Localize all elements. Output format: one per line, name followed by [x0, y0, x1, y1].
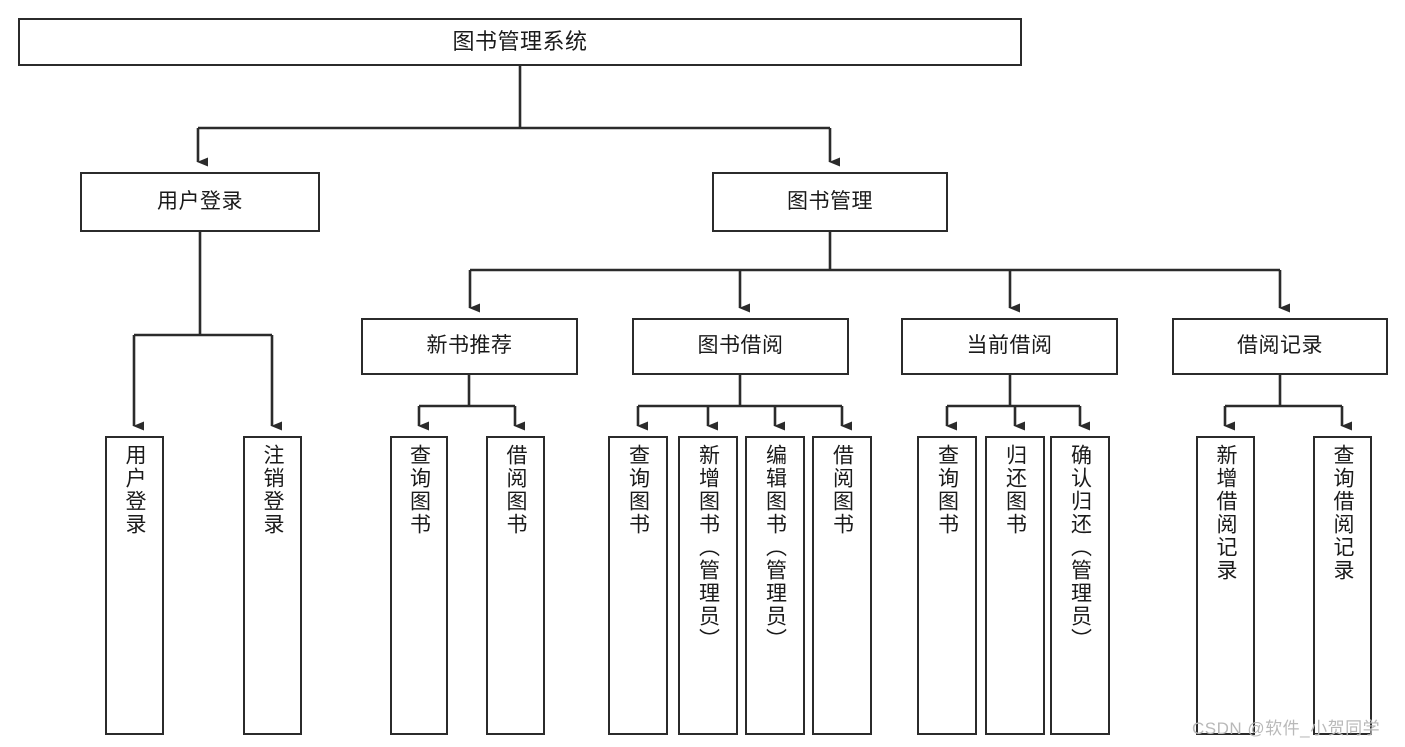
node-current-borrow[interactable]: 当前借阅 — [901, 318, 1118, 375]
node-leaf-user-login-label: 用户登录 — [123, 444, 146, 536]
node-leaf-logout-label: 注销登录 — [261, 444, 284, 536]
node-leaf-borrow-book-label: 借阅图书 — [830, 444, 854, 536]
node-leaf-borrow-book[interactable]: 借阅图书 — [812, 436, 872, 735]
node-leaf-confirm-return-label: 确认归还（管理员） — [1068, 444, 1092, 651]
node-leaf-edit-book-label: 编辑图书（管理员） — [763, 444, 787, 651]
node-borrow-record-label: 借阅记录 — [1237, 334, 1323, 358]
node-book-manage-label: 图书管理 — [787, 189, 873, 213]
node-user-login-label: 用户登录 — [157, 189, 243, 213]
node-leaf-logout[interactable]: 注销登录 — [243, 436, 302, 735]
node-leaf-query-book-borrow[interactable]: 查询图书 — [608, 436, 668, 735]
csdn-watermark: CSDN @软件_小贺同学 — [1192, 719, 1381, 738]
node-leaf-query-book-current[interactable]: 查询图书 — [917, 436, 977, 735]
node-user-login[interactable]: 用户登录 — [80, 172, 320, 232]
node-leaf-edit-book[interactable]: 编辑图书（管理员） — [745, 436, 805, 735]
node-leaf-query-borrow-record[interactable]: 查询借阅记录 — [1313, 436, 1372, 735]
node-root[interactable]: 图书管理系统 — [18, 18, 1022, 66]
node-leaf-query-book-recommend[interactable]: 查询图书 — [390, 436, 448, 735]
node-current-borrow-label: 当前借阅 — [966, 334, 1053, 358]
node-leaf-query-book-borrow-label: 查询图书 — [626, 444, 650, 536]
node-leaf-query-borrow-record-label: 查询借阅记录 — [1331, 444, 1354, 582]
node-book-borrow-label: 图书借阅 — [697, 334, 784, 358]
node-leaf-add-borrow-record-label: 新增借阅记录 — [1214, 444, 1237, 582]
node-leaf-query-book-recommend-label: 查询图书 — [407, 444, 431, 536]
node-leaf-query-book-current-label: 查询图书 — [935, 444, 959, 536]
node-book-manage[interactable]: 图书管理 — [712, 172, 948, 232]
node-leaf-add-borrow-record[interactable]: 新增借阅记录 — [1196, 436, 1255, 735]
node-leaf-return-book-label: 归还图书 — [1003, 444, 1027, 536]
node-leaf-add-book-label: 新增图书（管理员） — [696, 444, 720, 651]
node-leaf-add-book[interactable]: 新增图书（管理员） — [678, 436, 738, 735]
node-leaf-confirm-return[interactable]: 确认归还（管理员） — [1050, 436, 1110, 735]
node-new-book-recommend-label: 新书推荐 — [426, 334, 513, 358]
node-leaf-borrow-book-recommend[interactable]: 借阅图书 — [486, 436, 545, 735]
node-root-label: 图书管理系统 — [452, 29, 588, 55]
node-leaf-return-book[interactable]: 归还图书 — [985, 436, 1045, 735]
node-borrow-record[interactable]: 借阅记录 — [1172, 318, 1388, 375]
node-book-borrow[interactable]: 图书借阅 — [632, 318, 849, 375]
node-leaf-user-login[interactable]: 用户登录 — [105, 436, 164, 735]
node-leaf-borrow-book-recommend-label: 借阅图书 — [504, 444, 527, 536]
node-new-book-recommend[interactable]: 新书推荐 — [361, 318, 578, 375]
